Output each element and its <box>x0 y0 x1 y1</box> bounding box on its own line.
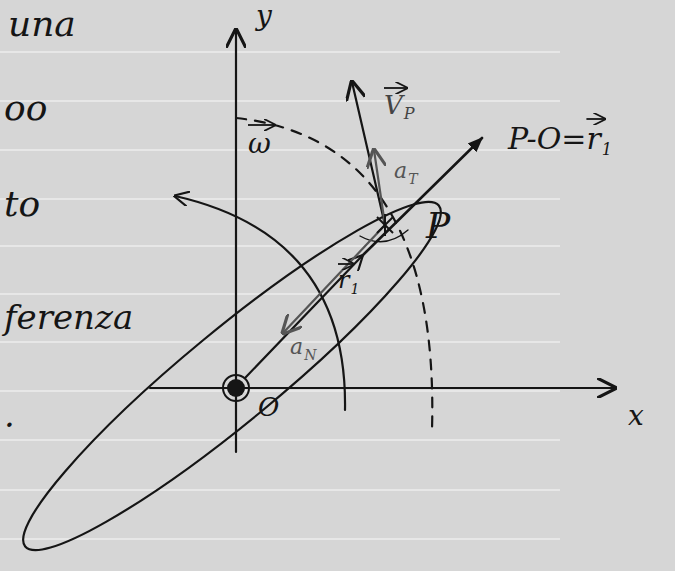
position-vector-p <box>362 138 482 256</box>
subscript: P <box>404 106 415 122</box>
acceleration-label: a <box>394 160 407 182</box>
angular-velocity: ω <box>248 130 271 158</box>
subscript: 1 <box>350 282 359 296</box>
position-vector <box>245 256 362 378</box>
rigid-body <box>0 170 468 571</box>
normal-acceleration <box>283 225 385 333</box>
vector-arrow <box>384 87 407 89</box>
position-label: r <box>338 268 349 292</box>
trajectory-circle <box>236 118 432 430</box>
margin-word: . <box>4 398 15 432</box>
vector-arrow <box>338 263 353 265</box>
margin-word: oo <box>4 90 47 126</box>
subscript: N <box>304 348 316 362</box>
vector-arrow <box>248 124 275 126</box>
origin-label: O <box>258 394 279 420</box>
margin-word: una <box>8 6 76 42</box>
margin-word: to <box>4 186 40 222</box>
point-label: P <box>426 208 450 244</box>
vector-arrow <box>586 118 604 120</box>
axis-label: y <box>256 2 272 30</box>
velocity-label: V <box>384 92 403 118</box>
origin-ring <box>223 375 249 401</box>
margin-word: ferenza <box>4 300 133 334</box>
origin-dot <box>227 379 245 397</box>
x-axis <box>150 387 615 389</box>
subscript: T <box>408 172 417 186</box>
velocity-vector <box>352 82 385 225</box>
axis-label: x <box>628 402 644 430</box>
ruled-lines <box>0 52 560 539</box>
vector-equation: P-O=r <box>508 124 601 154</box>
point-p-mark <box>377 214 393 236</box>
tangential-acceleration <box>374 150 385 225</box>
acceleration-label: a <box>290 336 303 358</box>
rotation-arrow <box>175 196 345 410</box>
subscript: 1 <box>602 142 612 158</box>
